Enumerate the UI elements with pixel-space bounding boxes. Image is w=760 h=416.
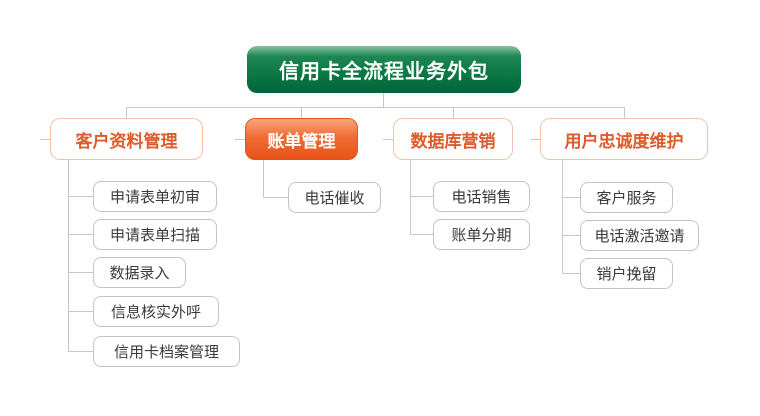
branch-node-database-marketing[interactable]: 数据库营销 <box>393 118 513 160</box>
leaf-label: 电话激活邀请 <box>594 229 685 245</box>
leaf-label: 电话销售 <box>451 190 512 206</box>
leaf-node-application-form-scan[interactable]: 申请表单扫描 <box>93 219 217 250</box>
connector-branch-billing <box>263 160 288 198</box>
branch-node-loyalty-maintenance[interactable]: 用户忠诚度维护 <box>540 118 708 160</box>
leaf-label: 账单分期 <box>451 228 512 244</box>
leaf-node-bill-installment[interactable]: 账单分期 <box>433 219 530 250</box>
connector-branch-customer-data <box>68 160 93 352</box>
leaf-node-data-entry[interactable]: 数据录入 <box>93 257 186 288</box>
connector-branch-loyalty <box>562 160 580 274</box>
leaf-node-info-verification-outbound-call[interactable]: 信息核实外呼 <box>93 296 219 327</box>
leaf-label: 信用卡档案管理 <box>113 345 219 361</box>
branch-label: 用户忠诚度维护 <box>564 131 684 151</box>
branch-label: 客户资料管理 <box>75 131 178 151</box>
leaf-node-account-closure-retention[interactable]: 销户挽留 <box>580 258 673 289</box>
leaf-label: 电话催收 <box>304 191 365 207</box>
leaf-node-credit-card-archive-management[interactable]: 信用卡档案管理 <box>93 336 240 367</box>
leaf-label: 客户服务 <box>596 191 657 207</box>
leaf-node-customer-service[interactable]: 客户服务 <box>580 182 673 213</box>
connector-branch-database-marketing <box>410 160 433 235</box>
leaf-label: 申请表单初审 <box>109 190 200 206</box>
branch-node-customer-data-management[interactable]: 客户资料管理 <box>50 118 203 160</box>
connector-root-spine <box>126 93 625 118</box>
leaf-node-application-form-review[interactable]: 申请表单初审 <box>93 181 217 212</box>
leaf-node-phone-collection[interactable]: 电话催收 <box>288 182 381 213</box>
leaf-node-telemarketing[interactable]: 电话销售 <box>433 181 530 212</box>
branch-label: 账单管理 <box>267 131 336 151</box>
branch-node-billing-management[interactable]: 账单管理 <box>245 118 358 160</box>
branch-label: 数据库营销 <box>410 131 496 151</box>
leaf-label: 数据录入 <box>109 266 170 282</box>
root-label: 信用卡全流程业务外包 <box>279 61 489 83</box>
root-node[interactable]: 信用卡全流程业务外包 <box>247 46 521 93</box>
leaf-label: 信息核实外呼 <box>110 305 201 321</box>
leaf-node-phone-activation-invitation[interactable]: 电话激活邀请 <box>580 220 699 251</box>
leaf-label: 销户挽留 <box>596 267 657 283</box>
leaf-label: 申请表单扫描 <box>109 228 200 244</box>
